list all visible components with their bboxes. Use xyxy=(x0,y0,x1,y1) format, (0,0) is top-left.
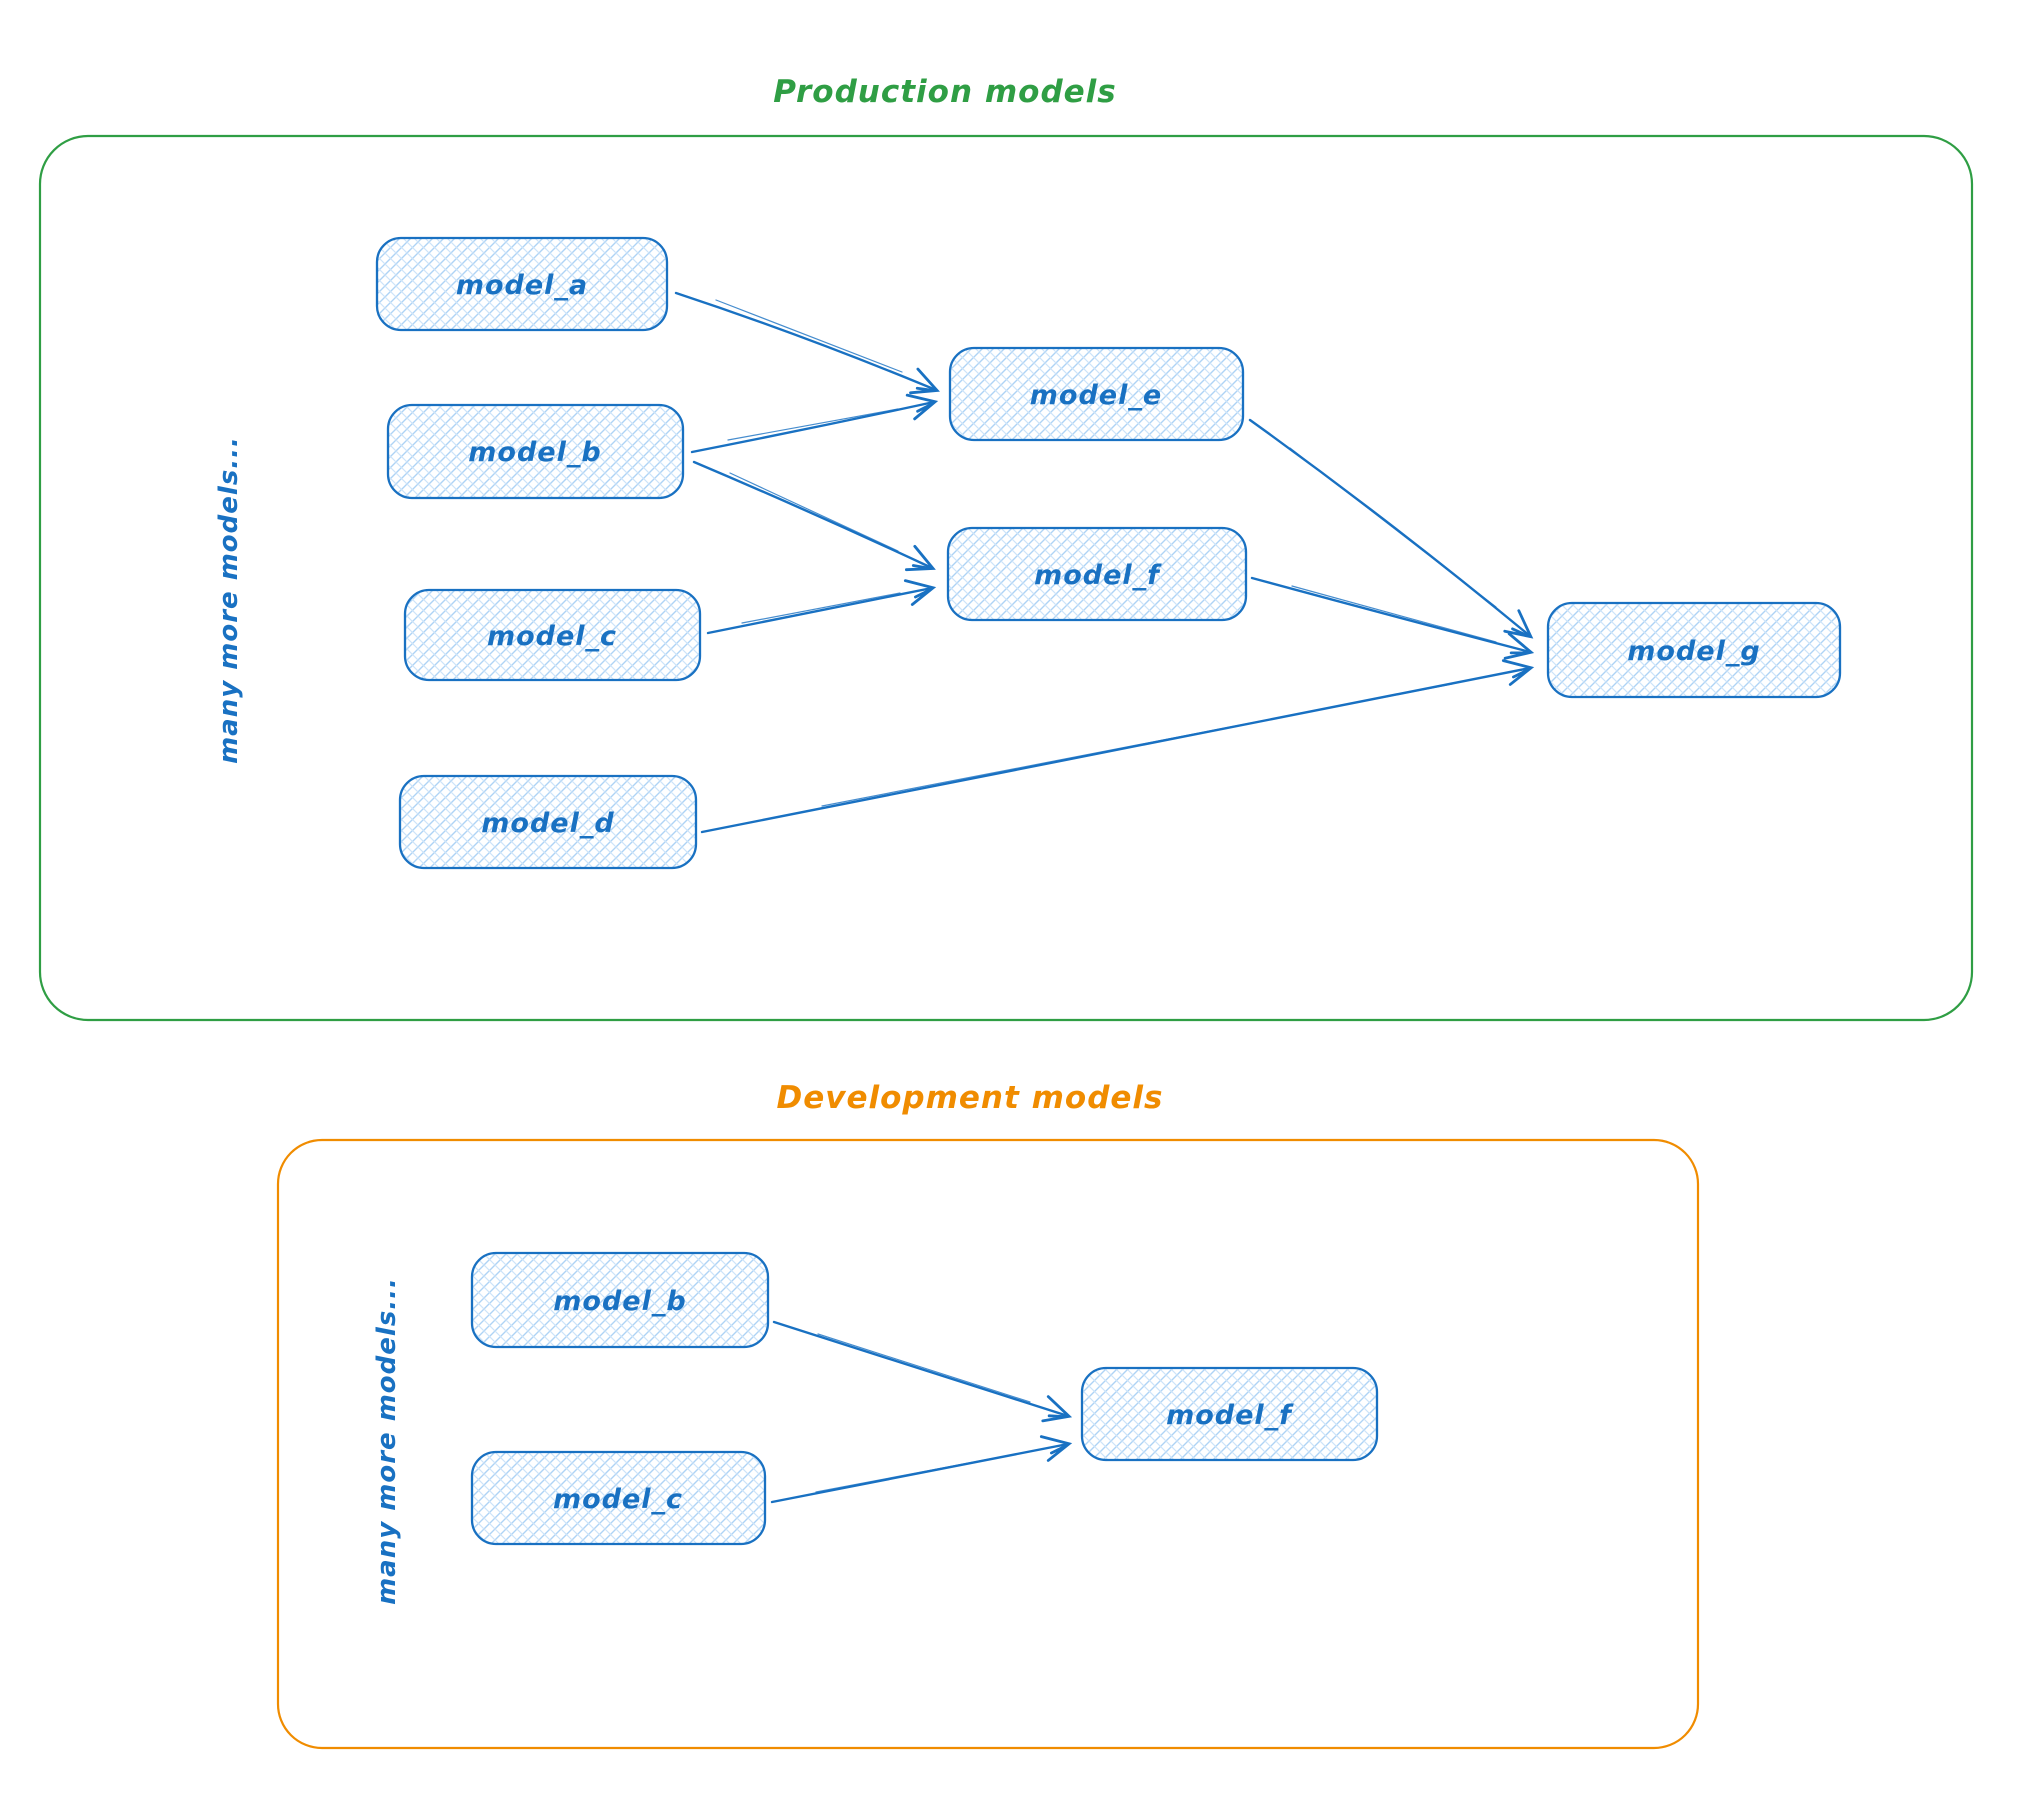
node-development-model_c: model_c xyxy=(470,1450,767,1546)
node-development-model_b: model_b xyxy=(470,1251,770,1349)
development-edges xyxy=(770,1320,1073,1504)
development-side-note: many more models... xyxy=(372,1277,402,1605)
node-production-model_g: model_g xyxy=(1546,601,1842,699)
node-label: model_c xyxy=(553,1484,683,1515)
arrow-model_b-to-model_f-sketch xyxy=(729,472,899,552)
development-title: Development models xyxy=(776,1080,1163,1116)
arrow-model_e-to-model_g-sketch xyxy=(1289,447,1497,608)
arrow-model_a-to-model_e xyxy=(674,291,940,395)
node-production-model_b: model_b xyxy=(386,403,685,500)
node-label: model_f xyxy=(1166,1400,1294,1431)
node-label: model_b xyxy=(468,437,601,468)
node-production-model_c: model_c xyxy=(403,588,702,682)
arrow-dev-model_b-to-model_f xyxy=(772,1320,1073,1423)
node-label: model_b xyxy=(553,1286,686,1317)
production-title: Production models xyxy=(773,74,1116,110)
node-label: model_f xyxy=(1034,560,1162,591)
node-box xyxy=(1080,1366,1379,1462)
node-box xyxy=(470,1251,770,1349)
node-label: model_a xyxy=(456,270,588,301)
arrow-model_c-to-model_f xyxy=(706,579,937,635)
arrow-model_f-to-model_g xyxy=(1250,576,1535,660)
arrow-dev-model_c-to-model_f-sketch xyxy=(815,1450,1033,1493)
node-label: model_d xyxy=(481,808,614,839)
arrow-model_a-to-model_e-sketch xyxy=(715,299,903,373)
development-container xyxy=(276,1138,1700,1750)
arrow-model_f-to-model_g-sketch xyxy=(1291,585,1497,643)
production-side-note: many more models... xyxy=(214,436,244,764)
node-box xyxy=(946,526,1248,622)
node-box xyxy=(375,236,669,332)
arrow-model_e-to-model_g xyxy=(1248,418,1534,639)
arrow-model_b-to-model_f xyxy=(692,460,936,572)
node-production-model_d: model_d xyxy=(398,774,698,870)
arrow-model_c-to-model_f-sketch xyxy=(741,592,901,624)
node-production-model_e: model_e xyxy=(948,346,1245,442)
arrow-model_b-to-model_e-sketch xyxy=(727,408,899,441)
node-label: model_g xyxy=(1627,636,1760,667)
node-production-model_f: model_f xyxy=(946,526,1248,622)
node-box xyxy=(386,403,685,500)
node-label: model_e xyxy=(1030,380,1162,411)
node-box xyxy=(398,774,698,870)
node-label: model_c xyxy=(487,621,617,652)
node-production-model_a: model_a xyxy=(375,236,669,332)
node-box xyxy=(948,346,1245,442)
production-edges xyxy=(674,291,1535,834)
node-box xyxy=(403,588,702,682)
node-box xyxy=(470,1450,767,1546)
arrow-model_b-to-model_e xyxy=(690,393,939,454)
node-development-model_f: model_f xyxy=(1080,1366,1379,1462)
production-container xyxy=(38,134,1974,1022)
arrow-model_d-to-model_g-sketch xyxy=(821,683,1453,807)
arrow-dev-model_b-to-model_f-sketch xyxy=(817,1333,1031,1403)
node-box xyxy=(1546,601,1842,699)
